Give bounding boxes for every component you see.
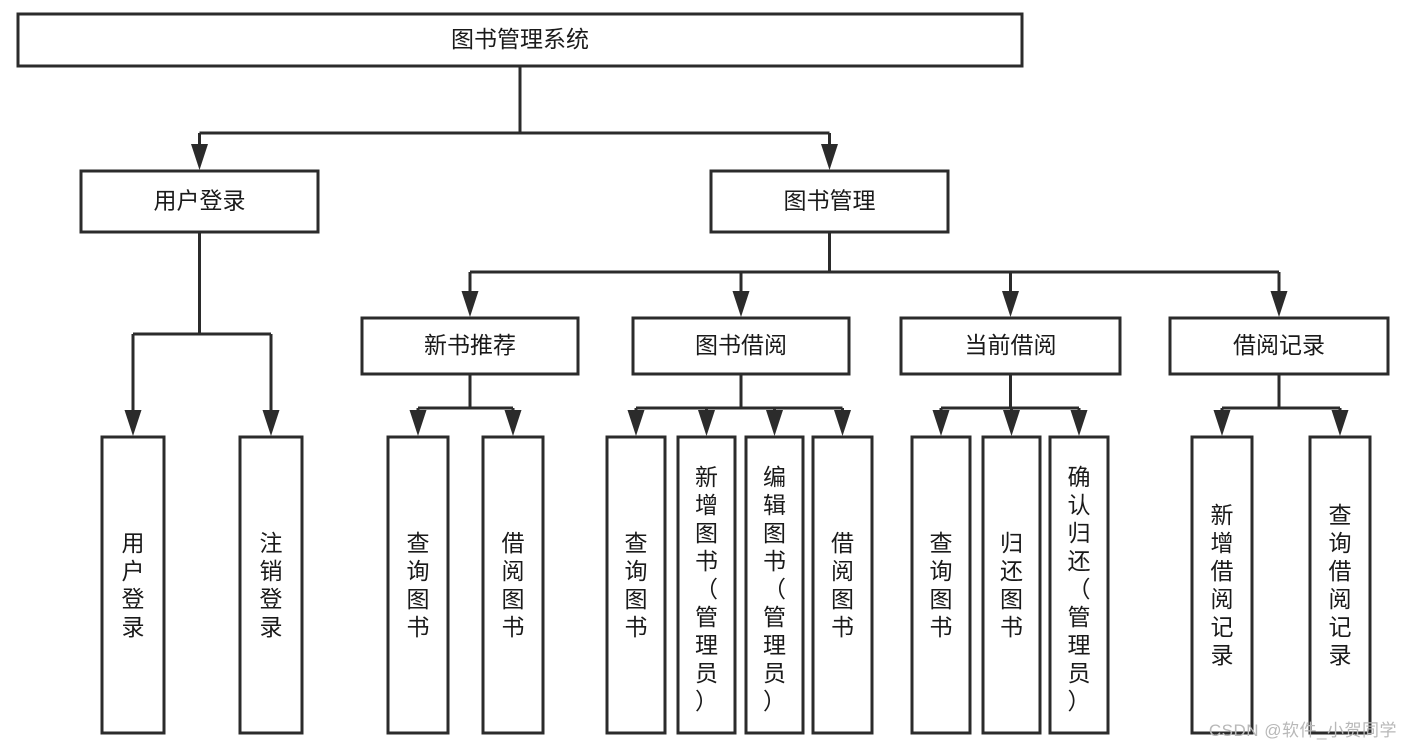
- connector-group-user-login: [124, 232, 280, 436]
- node-label-leaf-confirm-return: 确认归还（管理员）: [1068, 464, 1091, 714]
- arrow-head-icon: [191, 144, 208, 170]
- node-leaf-add-book[interactable]: 新增图书（管理员）: [676, 435, 737, 735]
- connector-group-book-borrow: [627, 374, 851, 436]
- node-book-borrow[interactable]: 图书借阅: [631, 316, 851, 376]
- arrow-head-icon: [409, 410, 427, 436]
- arrow-head-icon: [1331, 410, 1349, 436]
- arrow-head-icon: [1270, 291, 1288, 317]
- connector-group-root: [191, 66, 838, 170]
- node-user-login[interactable]: 用户登录: [79, 169, 320, 234]
- node-label-current-borrow: 当前借阅: [965, 332, 1057, 358]
- node-box-leaf-borrow-book-2[interactable]: [811, 435, 874, 735]
- node-label-leaf-edit-book: 编辑图书（管理员）: [763, 464, 786, 714]
- node-book-manage[interactable]: 图书管理: [709, 169, 950, 234]
- node-box-leaf-borrow-book-1[interactable]: [481, 435, 545, 735]
- node-leaf-edit-book[interactable]: 编辑图书（管理员）: [744, 435, 805, 735]
- node-root[interactable]: 图书管理系统: [16, 12, 1024, 68]
- arrow-head-icon: [504, 410, 522, 436]
- node-box-current-borrow[interactable]: [899, 316, 1122, 376]
- arrow-head-icon: [1002, 291, 1019, 317]
- node-box-new-book-rec[interactable]: [360, 316, 580, 376]
- node-label-leaf-borrow-book-1: 借阅图书: [502, 530, 525, 640]
- node-box-user-login[interactable]: [79, 169, 320, 234]
- node-box-leaf-confirm-return[interactable]: [1048, 435, 1110, 735]
- node-label-book-borrow: 图书借阅: [695, 332, 787, 358]
- arrow-head-icon: [732, 291, 750, 317]
- node-label-leaf-logout: 注销登录: [260, 530, 283, 640]
- connector-group-new-book-rec: [409, 374, 522, 436]
- node-layer: 图书管理系统用户登录图书管理新书推荐图书借阅当前借阅借阅记录用户登录注销登录查询…: [16, 12, 1390, 735]
- node-leaf-add-record[interactable]: 新增借阅记录: [1190, 435, 1254, 735]
- node-label-leaf-query-book-3: 查询图书: [930, 530, 953, 640]
- node-leaf-query-book-3[interactable]: 查询图书: [910, 435, 972, 735]
- arrow-head-icon: [932, 410, 950, 436]
- node-leaf-confirm-return[interactable]: 确认归还（管理员）: [1048, 435, 1110, 735]
- arrow-head-icon: [698, 410, 715, 436]
- node-label-leaf-add-record: 新增借阅记录: [1211, 502, 1234, 668]
- node-label-leaf-query-record: 查询借阅记录: [1329, 502, 1352, 668]
- node-box-leaf-add-book[interactable]: [676, 435, 737, 735]
- arrow-head-icon: [627, 410, 645, 436]
- arrow-head-icon: [821, 144, 838, 170]
- node-leaf-query-book-2[interactable]: 查询图书: [605, 435, 667, 735]
- node-current-borrow[interactable]: 当前借阅: [899, 316, 1122, 376]
- node-box-leaf-query-record[interactable]: [1308, 435, 1372, 735]
- node-borrow-record[interactable]: 借阅记录: [1168, 316, 1390, 376]
- connector-layer: [124, 66, 1349, 436]
- node-label-leaf-user-login: 用户登录: [122, 530, 145, 640]
- node-box-leaf-logout[interactable]: [238, 435, 304, 735]
- arrow-head-icon: [461, 291, 479, 317]
- csdn-watermark: CSDN @软件_小贺同学: [1208, 721, 1397, 740]
- node-box-borrow-record[interactable]: [1168, 316, 1390, 376]
- node-box-book-manage[interactable]: [709, 169, 950, 234]
- node-box-root[interactable]: [16, 12, 1024, 68]
- node-label-root: 图书管理系统: [451, 26, 589, 52]
- arrow-head-icon: [1003, 410, 1020, 436]
- node-leaf-borrow-book-1[interactable]: 借阅图书: [481, 435, 545, 735]
- node-leaf-query-record[interactable]: 查询借阅记录: [1308, 435, 1372, 735]
- node-leaf-borrow-book-2[interactable]: 借阅图书: [811, 435, 874, 735]
- arrow-head-icon: [124, 410, 142, 436]
- node-leaf-user-login[interactable]: 用户登录: [100, 435, 166, 735]
- arrow-head-icon: [1070, 410, 1088, 436]
- node-leaf-return-book[interactable]: 归还图书: [981, 435, 1042, 735]
- node-box-leaf-query-book-1[interactable]: [386, 435, 450, 735]
- node-label-borrow-record: 借阅记录: [1233, 332, 1325, 358]
- node-box-leaf-user-login[interactable]: [100, 435, 166, 735]
- connector-group-borrow-record: [1213, 374, 1349, 436]
- node-label-leaf-query-book-1: 查询图书: [407, 530, 430, 640]
- arrow-head-icon: [834, 410, 851, 436]
- connector-group-book-manage: [461, 232, 1288, 317]
- node-box-leaf-query-book-2[interactable]: [605, 435, 667, 735]
- node-new-book-rec[interactable]: 新书推荐: [360, 316, 580, 376]
- connector-group-current-borrow: [932, 374, 1088, 436]
- node-box-leaf-add-record[interactable]: [1190, 435, 1254, 735]
- node-leaf-logout[interactable]: 注销登录: [238, 435, 304, 735]
- arrow-head-icon: [766, 410, 783, 436]
- node-leaf-query-book-1[interactable]: 查询图书: [386, 435, 450, 735]
- node-box-leaf-edit-book[interactable]: [744, 435, 805, 735]
- node-label-new-book-rec: 新书推荐: [424, 332, 516, 358]
- node-label-user-login: 用户登录: [154, 188, 246, 214]
- node-label-leaf-add-book: 新增图书（管理员）: [695, 464, 718, 714]
- node-label-leaf-return-book: 归还图书: [1000, 530, 1023, 640]
- node-box-book-borrow[interactable]: [631, 316, 851, 376]
- node-box-leaf-return-book[interactable]: [981, 435, 1042, 735]
- node-box-leaf-query-book-3[interactable]: [910, 435, 972, 735]
- node-label-leaf-query-book-2: 查询图书: [625, 530, 648, 640]
- node-label-book-manage: 图书管理: [784, 188, 876, 214]
- arrow-head-icon: [1213, 410, 1231, 436]
- node-label-leaf-borrow-book-2: 借阅图书: [831, 530, 854, 640]
- arrow-head-icon: [262, 410, 280, 436]
